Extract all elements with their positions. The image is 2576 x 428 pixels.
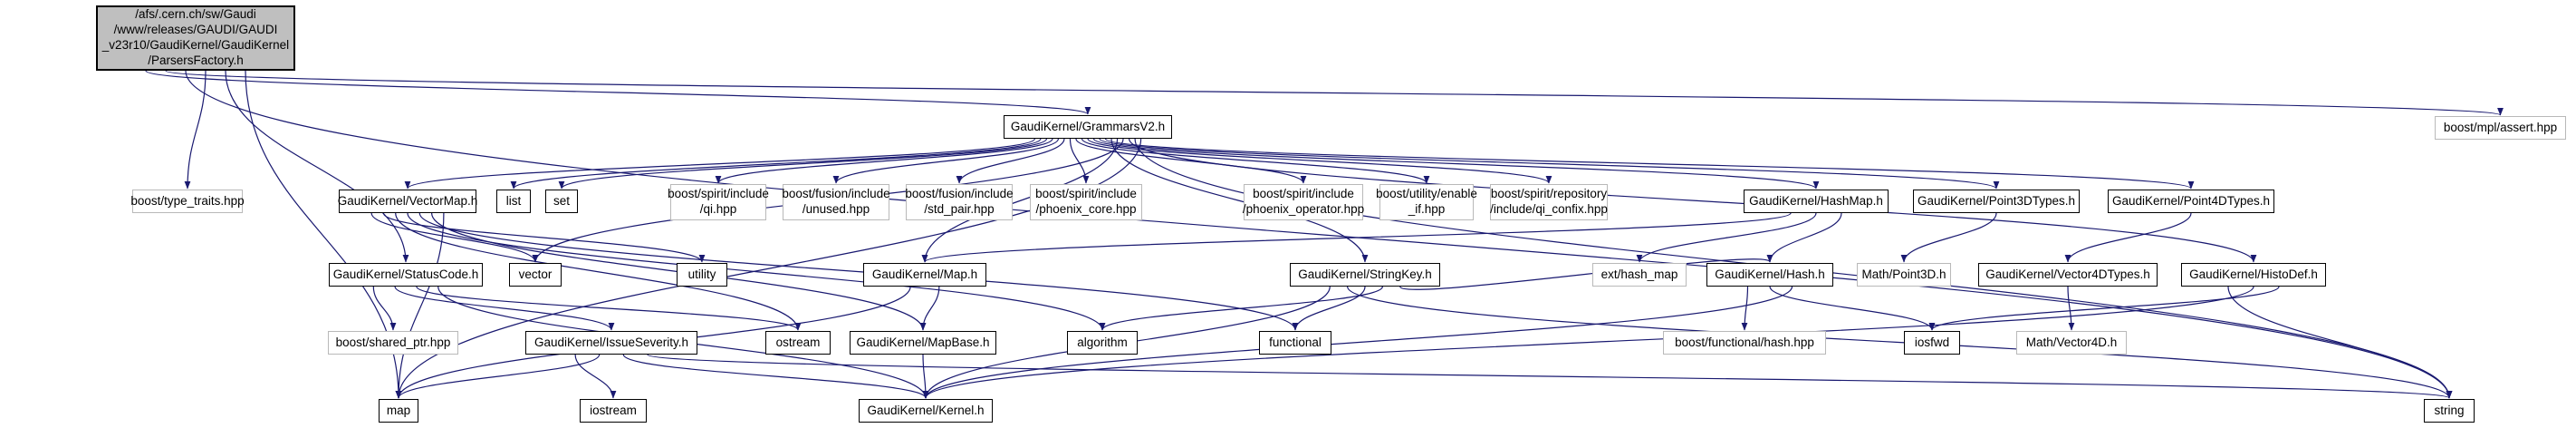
node-stdpair[interactable]: boost/fusion/include /std_pair.hpp: [905, 184, 1014, 220]
edge-grammarsv2-to-stdpair: [956, 138, 1065, 184]
node-grammarsv2[interactable]: GaudiKernel/GrammarsV2.h: [1004, 115, 1172, 139]
edge-point4dtypes-to-vector4dtypes: [2064, 212, 2192, 263]
edge-hashmap-to-hash_h: [1766, 212, 1842, 263]
node-algorithm[interactable]: algorithm: [1067, 331, 1138, 355]
node-hashhpp[interactable]: boost/functional/hash.hpp: [1663, 331, 1826, 355]
edge-hashmap-to-map_h: [921, 212, 1792, 263]
edge-grammarsv2-to-unused: [832, 138, 1060, 184]
edge-vectormap-to-ostream: [395, 212, 802, 331]
node-vector4dtypes[interactable]: GaudiKernel/Vector4DTypes.h: [1978, 263, 2158, 287]
node-string[interactable]: string: [2424, 399, 2475, 423]
edge-hash_h-to-kernel: [922, 286, 1793, 399]
edge-grammarsv2-to-histodef: [1128, 138, 2257, 263]
node-mathpoint3d[interactable]: Math/Point3D.h: [1857, 263, 1951, 287]
node-set[interactable]: set: [545, 190, 578, 213]
edge-grammarsv2-to-point3dtypes: [1099, 138, 2000, 190]
edge-grammarsv2-to-point4dtypes: [1104, 138, 2195, 190]
edge-point3dtypes-to-mathpoint3d: [1900, 212, 1997, 263]
node-map_h[interactable]: GaudiKernel/Map.h: [863, 263, 986, 287]
edge-grammarsv2-to-stringkey: [1110, 138, 1369, 263]
node-utility[interactable]: utility: [677, 263, 727, 287]
node-mplassert[interactable]: boost/mpl/assert.hpp: [2435, 116, 2566, 140]
node-sharedptr[interactable]: boost/shared_ptr.hpp: [328, 331, 458, 355]
edge-vectormap-to-functional: [418, 212, 1299, 331]
node-exthashmap[interactable]: ext/hash_map: [1592, 263, 1687, 287]
edge-statuscode-to-issueseverity: [394, 286, 615, 331]
edge-histodef-to-iosfwd: [1928, 286, 2280, 331]
edge-vector4dtypes-to-mathvector4d: [2067, 286, 2075, 331]
node-map[interactable]: map: [379, 399, 418, 423]
edge-stringkey-to-functional: [1292, 286, 1366, 331]
edge-root-to-typetraits: [184, 70, 207, 190]
node-mathvector4d[interactable]: Math/Vector4D.h: [2016, 331, 2127, 355]
edge-issueseverity-to-kernel: [622, 354, 929, 399]
edge-statuscode-to-ostream: [416, 286, 802, 331]
edge-histodef-to-string: [2227, 286, 2453, 399]
node-list[interactable]: list: [496, 190, 531, 213]
edge-stringkey-to-string: [1347, 286, 2453, 399]
edge-root-to-mplassert: [165, 70, 2503, 116]
node-ostream[interactable]: ostream: [765, 331, 831, 355]
edge-grammarsv2-to-vectormap: [404, 138, 1036, 190]
edge-grammarsv2-to-list: [510, 138, 1042, 190]
node-statuscode[interactable]: GaudiKernel/StatusCode.h: [329, 263, 483, 287]
edge-map_h-to-mapbase: [919, 286, 940, 331]
edge-vectormap-to-map: [395, 212, 445, 399]
edge-hashmap-to-exthashmap: [1636, 212, 1817, 263]
edge-vectormap-to-algorithm: [407, 212, 1106, 331]
edge-grammarsv2-to-map_h: [921, 138, 1119, 263]
edge-root-to-statuscode: [225, 70, 409, 263]
node-histodef[interactable]: GaudiKernel/HistoDef.h: [2181, 263, 2326, 287]
edge-hash_h-to-hashhpp: [1741, 286, 1749, 331]
node-qi[interactable]: boost/spirit/include /qi.hpp: [668, 184, 769, 220]
edge-grammarsv2-to-set: [558, 138, 1048, 190]
node-functional[interactable]: functional: [1259, 331, 1331, 355]
node-vectormap[interactable]: GaudiKernel/VectorMap.h: [338, 190, 477, 213]
edge-grammarsv2-to-enableif: [1081, 138, 1430, 184]
edge-vectormap-to-utility: [382, 212, 706, 263]
edge-grammarsv2-to-hashmap: [1092, 138, 1820, 190]
node-vector[interactable]: vector: [509, 263, 562, 287]
node-stringkey[interactable]: GaudiKernel/StringKey.h: [1290, 263, 1440, 287]
node-point4dtypes[interactable]: GaudiKernel/Point4DTypes.h: [2108, 190, 2274, 213]
node-issueseverity[interactable]: GaudiKernel/IssueSeverity.h: [525, 331, 697, 355]
edge-grammarsv2-to-phoenixcore: [1069, 138, 1090, 184]
edge-root-to-grammarsv2: [145, 70, 1091, 115]
edge-hash_h-to-iosfwd: [1769, 286, 1936, 331]
edge-issueseverity-to-map: [395, 354, 601, 399]
edge-grammarsv2-to-phoenixop: [1075, 138, 1307, 184]
edge-stringkey-to-hash_h: [1399, 254, 1773, 290]
edge-stringkey-to-algorithm: [1099, 286, 1383, 331]
node-enableif[interactable]: boost/utility/enable _if.hpp: [1376, 184, 1477, 220]
edge-histodef-to-kernel: [922, 286, 2254, 399]
edge-issueseverity-to-string: [647, 354, 2452, 399]
node-unused[interactable]: boost/fusion/include /unused.hpp: [782, 184, 890, 220]
edge-grammarsv2-to-qi: [715, 138, 1053, 184]
edge-root-to-string: [185, 70, 2453, 399]
node-phoenixop[interactable]: boost/spirit/include /phoenix_operator.h…: [1243, 184, 1364, 220]
node-point3dtypes[interactable]: GaudiKernel/Point3DTypes.h: [1913, 190, 2080, 213]
node-iosfwd[interactable]: iosfwd: [1904, 331, 1960, 355]
node-iostream[interactable]: iostream: [580, 399, 647, 423]
node-typetraits[interactable]: boost/type_traits.hpp: [130, 190, 245, 213]
node-root: /afs/.cern.ch/sw/Gaudi /www/releases/GAU…: [96, 5, 295, 71]
edge-vectormap-to-vector: [370, 212, 539, 263]
node-phoenixcore[interactable]: boost/spirit/include /phoenix_core.hpp: [1030, 184, 1142, 220]
node-mapbase[interactable]: GaudiKernel/MapBase.h: [850, 331, 996, 355]
edge-issueseverity-to-iostream: [574, 354, 617, 399]
edge-statuscode-to-sharedptr: [372, 286, 397, 331]
node-kernel[interactable]: GaudiKernel/Kernel.h: [859, 399, 993, 423]
edge-grammarsv2-to-qiconfix: [1087, 138, 1552, 184]
node-hash_h[interactable]: GaudiKernel/Hash.h: [1706, 263, 1833, 287]
node-hashmap[interactable]: GaudiKernel/HashMap.h: [1744, 190, 1889, 213]
node-qiconfix[interactable]: boost/spirit/repository /include/qi_conf…: [1490, 184, 1608, 220]
